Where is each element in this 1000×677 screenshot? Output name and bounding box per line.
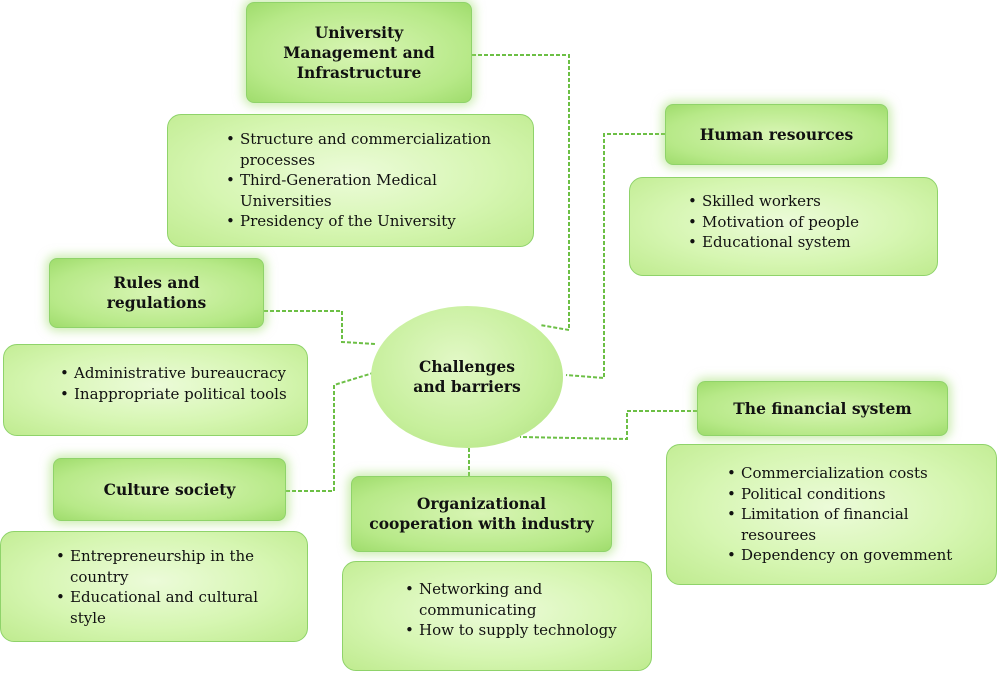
detail-list: Commercialization costs Political condit…: [727, 463, 984, 566]
detail-list: Networking and communicating How to supp…: [405, 579, 641, 641]
node-details-culture: Entrepreneurship in the country Educatio…: [0, 531, 308, 642]
detail-list: Entrepreneurship in the country Educatio…: [56, 546, 297, 628]
list-item: Political conditions: [727, 484, 984, 505]
node-title-culture: Culture society: [53, 458, 286, 521]
node-title-rules: Rules and regulations: [49, 258, 264, 328]
list-item: Entrepreneurship in the country: [56, 546, 297, 587]
node-title-org: Organizational cooperation with industry: [351, 476, 612, 552]
center-node: Challenges and barriers: [371, 306, 563, 448]
connector-human: [565, 133, 665, 380]
list-item: Structure and commercialization processe…: [226, 129, 517, 170]
node-details-human: Skilled workers Motivation of people Edu…: [629, 177, 938, 276]
node-title-financial: The financial system: [697, 381, 948, 436]
list-item: Educational system: [688, 232, 925, 253]
connector-financial: [519, 410, 697, 441]
list-item: Motivation of people: [688, 212, 925, 233]
detail-list: Skilled workers Motivation of people Edu…: [688, 191, 925, 253]
list-item: Administrative bureaucracy: [60, 363, 297, 384]
node-details-org: Networking and communicating How to supp…: [342, 561, 652, 671]
list-item: How to supply technology: [405, 620, 641, 641]
list-item: Commercialization costs: [727, 463, 984, 484]
list-item: Limitation of financial resourees: [727, 504, 984, 545]
list-item: Skilled workers: [688, 191, 925, 212]
detail-list: Structure and commercialization processe…: [226, 129, 517, 232]
detail-list: Administrative bureaucracy Inappropriate…: [60, 363, 297, 404]
list-item: Presidency of the University: [226, 211, 517, 232]
node-details-financial: Commercialization costs Political condit…: [666, 444, 997, 585]
node-details-rules: Administrative bureaucracy Inappropriate…: [3, 344, 308, 436]
node-details-management: Structure and commercialization processe…: [167, 114, 534, 247]
connector-management: [472, 54, 570, 332]
connector-culture: [286, 372, 374, 492]
list-item: Educational and cultural style: [56, 587, 297, 628]
list-item: Dependency on govemment: [727, 545, 984, 566]
center-label: Challenges and barriers: [413, 357, 521, 396]
list-item: Inappropriate political tools: [60, 384, 297, 405]
node-title-human: Human resources: [665, 104, 888, 165]
list-item: Networking and communicating: [405, 579, 641, 620]
connector-rules: [264, 310, 376, 345]
list-item: Third-Generation Medical Universities: [226, 170, 517, 211]
node-title-management: University Management and Infrastructure: [246, 2, 472, 103]
